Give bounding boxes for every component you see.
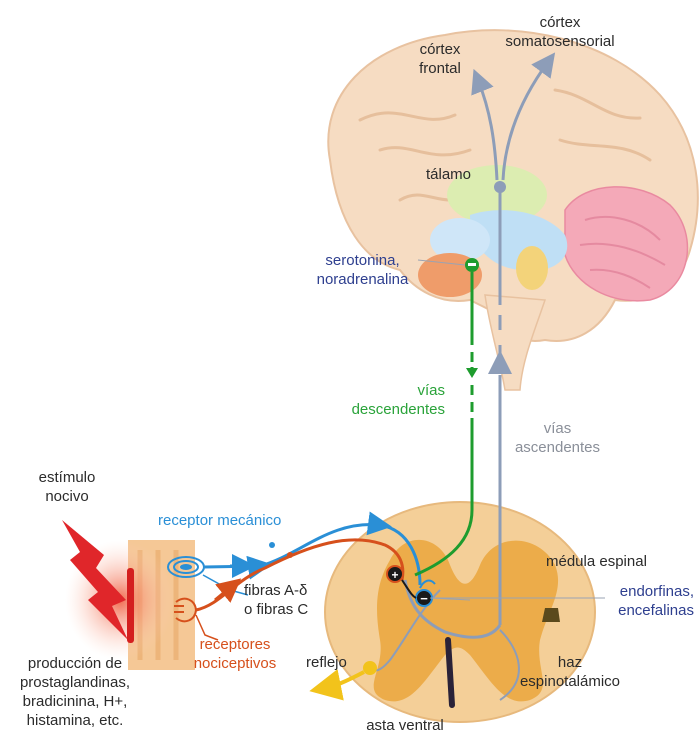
label-cortex-somatosensory: córtex somatosensorial: [490, 13, 630, 51]
label-cortex-frontal: córtex frontal: [395, 40, 485, 78]
label-fibers: fibras A-δ o fibras C: [244, 581, 344, 619]
yellow-nucleus: [516, 246, 548, 290]
skin-tissue: [62, 520, 195, 670]
label-ascending-pathways: vías ascendentes: [505, 419, 610, 457]
label-thalamus: tálamo: [426, 165, 496, 184]
label-reflex: reflejo: [306, 653, 366, 672]
label-spinothalamic-tract: haz espinotalámico: [510, 653, 630, 691]
label-mechanical-receptor: receptor mecánico: [158, 511, 318, 530]
mechanical-receptor: [168, 557, 204, 577]
label-prostaglandin-production: producción de prostaglandinas, bradicini…: [0, 654, 150, 730]
label-nociceptive-receptors: receptores nociceptivos: [180, 635, 290, 673]
label-spinal-cord: médula espinal: [546, 552, 686, 571]
label-endorphins: endorfinas, encefalinas: [575, 582, 694, 620]
brain: [328, 30, 698, 390]
central-canal: [448, 640, 452, 705]
label-ventral-horn: asta ventral: [350, 716, 460, 735]
damage-bar: [127, 568, 134, 643]
nociceptive-fiber-arrow: [215, 586, 232, 600]
nociceptive-ganglion: [287, 552, 293, 558]
plus-symbol: +: [391, 568, 398, 582]
label-descending-pathways: vías descendentes: [330, 381, 445, 419]
minus-symbol: −: [420, 591, 428, 606]
spinothalamic-tract-mark: [542, 608, 560, 622]
label-noxious-stimulus: estímulo nocivo: [22, 468, 112, 506]
label-serotonin: serotonina, noradrenalina: [305, 251, 420, 289]
brainstem: [485, 295, 545, 390]
mechanical-ganglion: [269, 542, 275, 548]
